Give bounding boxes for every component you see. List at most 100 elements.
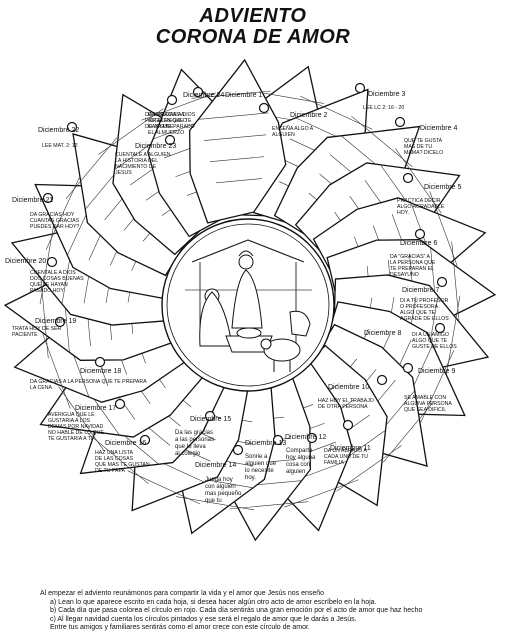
day-activity-line: CADA UNO DE TU xyxy=(324,454,369,460)
day-color-circle[interactable] xyxy=(258,102,270,114)
day-color-circle[interactable] xyxy=(54,316,66,328)
day-activity-line: CUENTALE A ALGUIEN xyxy=(115,152,171,158)
day-color-circle[interactable] xyxy=(166,94,178,106)
day-label: Diciembre 3 xyxy=(368,91,406,98)
day-activity-line: DOS COSAS BUENAS xyxy=(30,276,84,282)
day-color-circle[interactable] xyxy=(436,276,448,288)
day-label: Diciembre 13 xyxy=(245,440,287,447)
day-activity-line: LEE LC 2: 16 - 20 xyxy=(363,105,405,111)
day-color-circle[interactable] xyxy=(46,256,58,268)
day-activity-line: NO HABLE DE LO QUE xyxy=(48,430,104,436)
day-label: Diciembre 23 xyxy=(135,143,177,150)
day-label: Diciembre 10 xyxy=(328,384,370,391)
day-activity-line: alguien xyxy=(286,469,306,475)
day-activity-line: QUE TE GUSTA xyxy=(404,138,443,144)
day-label: Diciembre 21 xyxy=(12,197,54,204)
day-activity-line: ALGO QUE TE xyxy=(400,310,436,316)
day-color-circle[interactable] xyxy=(342,419,354,431)
day-color-circle[interactable] xyxy=(354,82,366,94)
day-activity-line: DE JESUS xyxy=(145,124,171,130)
advent-wreath xyxy=(3,58,497,542)
day-color-circle[interactable] xyxy=(192,86,204,98)
day-color-circle[interactable] xyxy=(376,374,388,386)
day-activity-line: alguien que xyxy=(245,461,277,467)
day-color-circle[interactable] xyxy=(306,432,318,444)
day-activity-line: AGRADE DE ELLOS xyxy=(400,316,449,322)
day-activity-line: JESUS xyxy=(115,170,132,176)
day-activity-line: O PROFESORA xyxy=(400,304,439,310)
day-label: Diciembre 2 xyxy=(290,112,328,119)
day-activity-line: LA CENA xyxy=(30,385,52,391)
instructions-c: c) Al llegar navidad cuenta los círculos… xyxy=(50,615,357,623)
instructions-d: Entre tus amigos y familiares sentirás c… xyxy=(50,624,310,632)
day-color-circle[interactable] xyxy=(402,172,414,184)
day-label: Diciembre 12 xyxy=(285,434,327,441)
day-activity-line: Sonrie a xyxy=(245,454,268,460)
day-activity-line: al colegio xyxy=(175,451,201,457)
leaf-writing-line xyxy=(191,90,271,99)
day-color-circle[interactable] xyxy=(414,228,426,240)
day-activity-line: SE AMABLE CON xyxy=(404,395,447,401)
day-activity-line: DE LAS COSAS xyxy=(95,456,134,462)
day-color-circle[interactable] xyxy=(204,410,216,422)
day-activity-line: con alguien xyxy=(205,484,236,490)
instructions-intro: Al empezar el adviento reunámonos para c… xyxy=(40,590,325,597)
page-title: ADVIENTO xyxy=(199,5,307,27)
instructions-b: b) Cada día que pasa colorea el círculo … xyxy=(50,607,423,615)
day-activity-line: HOY. xyxy=(397,210,410,216)
day-activity: LEE MAT. 2: 12 xyxy=(42,143,78,149)
day-color-circle[interactable] xyxy=(66,121,78,133)
day-activity-line: lo necesite xyxy=(245,468,274,474)
day-activity-line: DEMAS POR NAVIDAD xyxy=(48,424,104,430)
day-color-circle[interactable] xyxy=(232,444,244,456)
day-activity-line: Da las gracias xyxy=(175,430,214,436)
day-color-circle[interactable] xyxy=(272,434,284,446)
day-color-circle[interactable] xyxy=(402,362,414,374)
day-activity-line: LEE MAT. 2: 12 xyxy=(42,143,78,149)
day-activity-line: HAZ UNA LISTA xyxy=(95,450,133,456)
day-activity-line: MAMA? DICELO xyxy=(404,150,444,156)
day-activity-line: LA HISTORIA DEL xyxy=(115,158,159,164)
day-color-circle[interactable] xyxy=(42,192,54,204)
day-activity-line: Juega hoy xyxy=(205,477,233,483)
day-activity-line: FAMILIA xyxy=(324,460,344,466)
day-label: Diciembre 7 xyxy=(402,287,440,294)
day-activity-line: GUSTARIA A LOS xyxy=(48,418,90,424)
day-color-circle[interactable] xyxy=(394,116,406,128)
day-activity-line: que te lleva xyxy=(175,444,206,450)
wreath-leaf xyxy=(189,58,287,224)
instructions: Al empezar el adviento reunámonos para c… xyxy=(40,590,500,633)
day-color-circle[interactable] xyxy=(434,322,446,334)
day-activity-line: NACIMIENTO DE xyxy=(115,164,157,170)
day-activity-line: CUANTAS GRACIAS xyxy=(30,218,80,224)
day-color-circle[interactable] xyxy=(139,434,151,446)
day-activity-line: DI A UN AMIGO xyxy=(412,332,449,338)
day-activity-line: CUENTALE A DIOS xyxy=(30,270,76,276)
day-activity-line: HAZ HOY EL TRABAJO xyxy=(318,398,374,404)
day-label: Diciembre 9 xyxy=(418,368,456,375)
day-activity-line: PASADO HOY xyxy=(30,288,64,294)
leaf-writing-line xyxy=(216,178,262,184)
day-color-circle[interactable] xyxy=(114,398,126,410)
day-activity-line: PUEDES DAR HOY? xyxy=(30,224,80,230)
day-label: Diciembre 14 xyxy=(195,462,237,469)
page-subtitle: CORONA DE AMOR xyxy=(155,26,351,48)
day-activity-line: ALGUIEN QUE TE xyxy=(148,118,192,124)
day-label: Diciembre 16 xyxy=(105,440,147,447)
day-color-circle[interactable] xyxy=(94,356,106,368)
day-label: Diciembre 8 xyxy=(364,330,402,337)
day-color-circle[interactable] xyxy=(164,134,176,146)
day-label: Diciembre 18 xyxy=(80,368,122,375)
day-activity-line: DA GRACIAS A LA PERSONA QUE TE PREPARA xyxy=(30,379,147,385)
